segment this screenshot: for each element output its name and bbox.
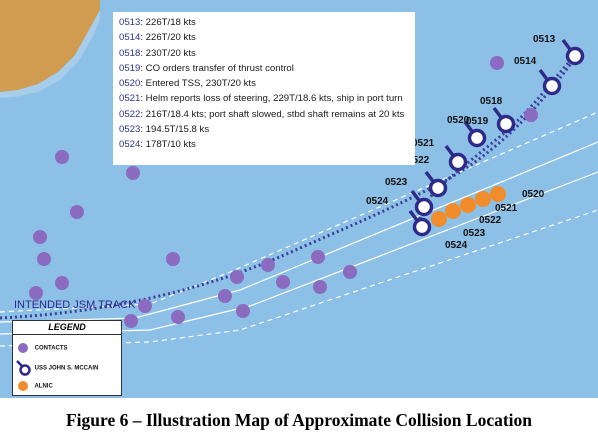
contact-marker xyxy=(261,258,275,272)
legend-contacts: CONTACTS xyxy=(13,341,68,355)
log-entry: 0523: 194.5T/15.8 ks xyxy=(119,122,409,137)
alnic-time-label: 0523 xyxy=(463,228,486,239)
alnic-marker xyxy=(490,186,506,202)
log-entry: 0521: Helm reports loss of steering, 229… xyxy=(119,91,409,106)
contact-marker xyxy=(70,205,84,219)
contact-marker xyxy=(29,286,43,300)
contact-marker xyxy=(55,150,69,164)
log-time: 0524 xyxy=(119,139,141,151)
mccain-time-label: 0520 xyxy=(447,115,470,126)
log-text: : 230T/20 kts xyxy=(140,47,196,59)
log-entry: 0520: Entered TSS, 230T/20 kts xyxy=(119,76,409,91)
log-time: 0521 xyxy=(119,93,141,105)
legend-contacts-label: CONTACTS xyxy=(34,345,68,352)
legend-alnic: ALNIC xyxy=(13,379,53,393)
log-text: : 226T/20 kts xyxy=(140,32,196,44)
tss-lane-outer-north xyxy=(0,111,598,313)
contact-marker xyxy=(126,166,140,180)
alnic-time-label: 0521 xyxy=(495,203,518,214)
alnic-marker xyxy=(460,197,476,213)
alnic-marker xyxy=(431,211,447,227)
mccain-position-marker xyxy=(414,197,434,217)
mccain-time-label: 0518 xyxy=(480,96,503,107)
contact-marker xyxy=(343,265,357,279)
alnic-time-label: 0520 xyxy=(522,189,545,200)
log-entry: 0522: 216T/18.4 kts; port shaft slowed, … xyxy=(119,107,409,122)
contact-marker xyxy=(311,250,325,264)
mccain-time-label: 0513 xyxy=(533,34,556,45)
log-time: 0522 xyxy=(119,108,141,120)
mccain-position-marker xyxy=(496,114,516,134)
land-area xyxy=(0,0,100,92)
contact-marker xyxy=(218,289,232,303)
log-time: 0514 xyxy=(119,32,141,44)
mccain-time-label: 0519 xyxy=(466,116,489,127)
log-text: : 216T/18.4 kts; port shaft slowed, stbd… xyxy=(140,108,405,120)
mccain-time-label: 0521 xyxy=(412,138,435,149)
mccain-time-label: 0522 xyxy=(407,155,430,166)
contact-marker xyxy=(124,314,138,328)
mccain-position-marker xyxy=(542,76,562,96)
legend: LEGEND CONTACTS USS JOHN S. MCCAIN ALNIC xyxy=(12,320,122,396)
alnic-marker xyxy=(475,191,491,207)
log-time: 0519 xyxy=(119,62,141,74)
contact-marker xyxy=(138,299,152,313)
log-time: 0513 xyxy=(119,17,141,28)
contact-marker xyxy=(166,252,180,266)
log-text: : CO orders transfer of thrust control xyxy=(140,62,294,74)
contact-marker xyxy=(490,56,504,70)
mccain-position-marker xyxy=(448,152,468,172)
log-text: : Helm reports loss of steering, 229T/18… xyxy=(140,93,403,105)
contact-marker xyxy=(313,280,327,294)
log-time: 0520 xyxy=(119,78,141,90)
mccain-position-marker xyxy=(428,178,448,198)
mccain-time-label: 0523 xyxy=(385,177,408,188)
log-entry: 0519: CO orders transfer of thrust contr… xyxy=(119,61,409,76)
intended-jsm-track xyxy=(0,57,577,320)
mccain-time-label: 0524 xyxy=(366,196,389,207)
contact-marker xyxy=(171,310,185,324)
log-entry: 0514: 226T/20 kts xyxy=(119,30,409,45)
log-text: : 194.5T/15.8 ks xyxy=(140,124,210,136)
contact-marker xyxy=(524,108,538,122)
log-text: : 178T/10 kts xyxy=(140,139,196,151)
contact-marker xyxy=(37,252,51,266)
legend-alnic-label: ALNIC xyxy=(34,383,53,390)
mccain-position-marker xyxy=(467,128,487,148)
contact-marker xyxy=(276,275,290,289)
log-entry: 0513: 226T/18 kts xyxy=(119,15,409,30)
land-shading xyxy=(0,10,100,98)
contact-marker xyxy=(33,230,47,244)
legend-mccain: USS JOHN S. MCCAIN xyxy=(13,360,98,376)
track-label: INTENDED JSM TRACK xyxy=(14,299,136,311)
legend-title: LEGEND xyxy=(13,321,121,335)
log-time: 0518 xyxy=(119,47,141,59)
log-entry: 0518: 230T/20 kts xyxy=(119,46,409,61)
log-text: : 226T/18 kts xyxy=(140,17,196,28)
contact-marker xyxy=(230,270,244,284)
mccain-time-label: 0514 xyxy=(514,56,537,67)
purple-dot-icon xyxy=(18,343,28,353)
contact-marker xyxy=(236,304,250,318)
orange-dot-icon xyxy=(18,381,28,391)
log-text: : Entered TSS, 230T/20 kts xyxy=(140,78,256,90)
ship-position-ring-icon xyxy=(16,360,31,376)
log-entry: 0524: 178T/10 kts xyxy=(119,137,409,152)
alnic-time-label: 0524 xyxy=(445,240,468,251)
mccain-position-marker xyxy=(565,46,585,66)
alnic-time-label: 0522 xyxy=(479,215,502,226)
log-time: 0523 xyxy=(119,124,141,136)
contacts-layer xyxy=(29,56,538,328)
mccain-position-marker xyxy=(412,217,432,237)
contact-marker xyxy=(55,276,69,290)
legend-mccain-label: USS JOHN S. MCCAIN xyxy=(34,365,99,372)
figure-caption: Figure 6 – Illustration Map of Approxima… xyxy=(65,410,533,430)
alnic-marker xyxy=(445,203,461,219)
